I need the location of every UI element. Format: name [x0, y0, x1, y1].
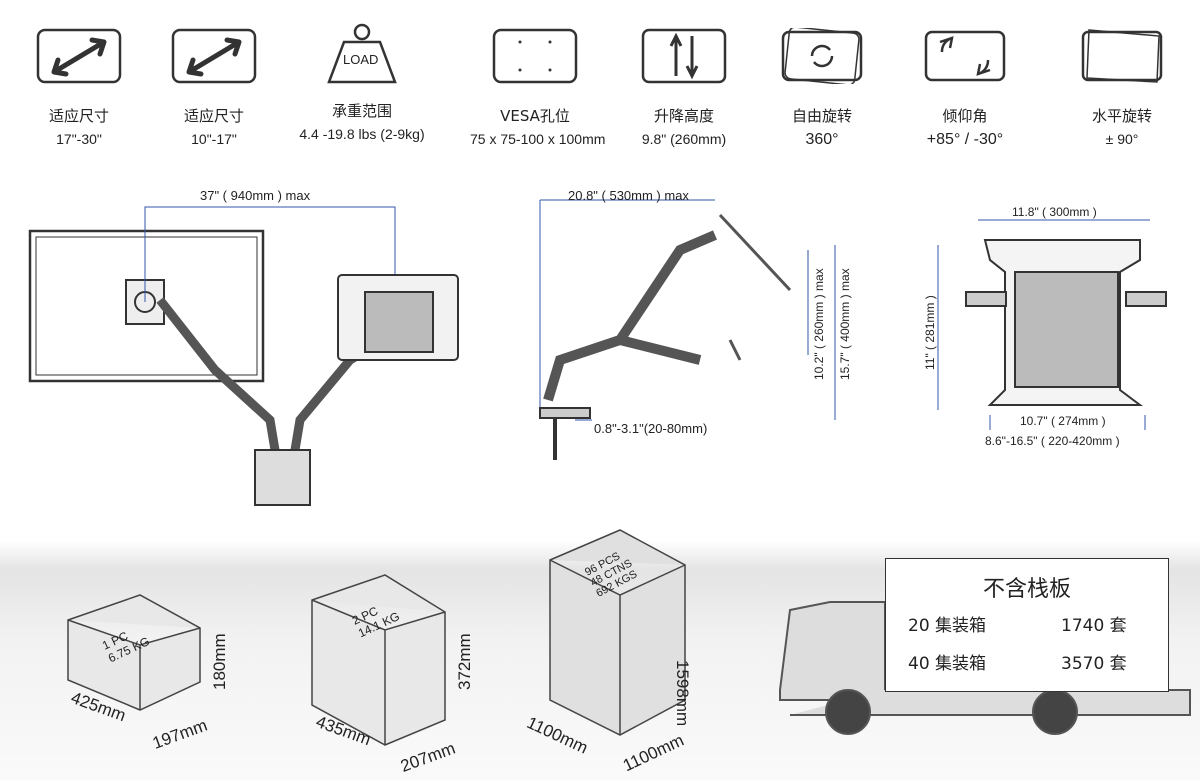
swivel-icon: [1081, 29, 1163, 83]
shipping-quantity-box: 不含栈板 20 集装箱 1740 套 40 集装箱 3570 套: [885, 558, 1169, 692]
desk-thickness-dimension: 0.8"-3.1"(20-80mm): [594, 421, 708, 436]
height-large-dimension: 15.7" ( 400mm ) max: [838, 268, 852, 380]
side-view-drawing: [539, 199, 836, 460]
tray-height-dimension: 11" ( 281mm ): [923, 295, 937, 370]
height-small-dimension: 10.2" ( 260mm ) max: [812, 268, 826, 380]
spec-value: 4.4 -19.8 lbs (2-9kg): [299, 126, 425, 142]
spec-value: 17"-30": [56, 131, 102, 147]
spec-load: LOAD 承重范围 4.4 -19.8 lbs (2-9kg): [297, 23, 427, 142]
vesa-holes-icon: [492, 28, 578, 84]
front-view-drawing: [28, 206, 459, 506]
container-40-label: 40 集装箱: [908, 654, 987, 674]
spec-screen-size-small: 适应尺寸 10"-17": [149, 28, 279, 147]
spec-value: 10"-17": [191, 131, 237, 147]
diagonal-arrow-icon: [36, 28, 122, 84]
tray-drawing: [937, 219, 1167, 430]
spec-value: +85° / -30°: [926, 131, 1004, 148]
reach-dimension: 37" ( 940mm ) max: [200, 188, 311, 203]
package-drawings: [67, 529, 686, 746]
spec-label: 自由旋转: [791, 107, 852, 125]
truck-drawing: [779, 601, 1191, 735]
spec-screen-size-large: 适应尺寸 17"-30": [14, 28, 144, 147]
spec-label: 承重范围: [331, 102, 392, 120]
container-40-qty: 3570 套: [1061, 654, 1127, 674]
side-reach-dimension: 20.8" ( 530mm ) max: [568, 188, 689, 203]
rotate-icon: [781, 26, 863, 86]
package-1-height: 180mm: [210, 633, 229, 690]
diagonal-arrow-icon: [171, 28, 257, 84]
spec-tilt: 倾仰角 +85° / -30°: [900, 28, 1030, 149]
spec-label: 升降高度: [653, 107, 714, 125]
spec-label: 适应尺寸: [183, 107, 244, 125]
load-weight-icon: LOAD: [319, 23, 405, 84]
load-icon-text: LOAD: [343, 52, 379, 67]
spec-value: 9.8" (260mm): [641, 131, 727, 147]
tray-inner-dimension: 10.7" ( 274mm ): [1020, 414, 1106, 428]
tray-top-dimension: 11.8" ( 300mm ): [1012, 205, 1097, 219]
spec-value: ± 90°: [1105, 131, 1139, 147]
spec-swivel: 水平旋转 ± 90°: [1057, 28, 1187, 147]
container-20-qty: 1740 套: [1061, 616, 1127, 636]
tray-range-dimension: 8.6"-16.5" ( 220-420mm ): [985, 434, 1120, 448]
spec-label: VESA孔位: [500, 107, 570, 125]
pallet-height: 1598mm: [673, 660, 692, 727]
spec-label: 水平旋转: [1091, 107, 1152, 125]
spec-value: 75 x 75-100 x 100mm: [470, 131, 606, 147]
package-2-height: 372mm: [455, 633, 474, 690]
shipping-title: 不含栈板: [982, 577, 1071, 602]
container-20-label: 20 集装箱: [908, 616, 987, 636]
spec-value: 360°: [805, 131, 839, 148]
spec-vesa: VESA孔位 75 x 75-100 x 100mm: [470, 28, 606, 147]
spec-rotation: 自由旋转 360°: [757, 26, 887, 149]
up-down-arrows-icon: [641, 28, 727, 84]
spec-height: 升降高度 9.8" (260mm): [619, 28, 749, 147]
spec-label: 适应尺寸: [48, 107, 109, 125]
spec-label: 倾仰角: [942, 107, 988, 125]
tilt-icon: [924, 30, 1006, 82]
